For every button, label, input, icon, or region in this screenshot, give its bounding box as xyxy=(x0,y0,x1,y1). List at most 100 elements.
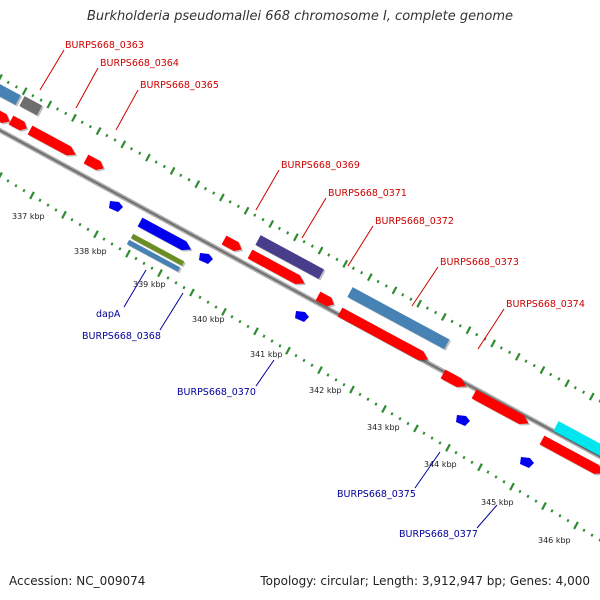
map-title: Burkholderia pseudomallei 668 chromosome… xyxy=(86,9,514,24)
outer-tick-mark xyxy=(508,350,512,355)
callout-line xyxy=(255,359,275,387)
feature-red[interactable] xyxy=(471,389,529,425)
topology-text: Topology: circular; Length: 3,912,947 bp… xyxy=(260,574,590,588)
callout-line xyxy=(115,89,139,131)
inner-tick-mark xyxy=(486,470,490,474)
inner-tick-mark xyxy=(342,382,346,387)
inner-tick-mark xyxy=(477,463,483,472)
inner-tick-mark xyxy=(317,366,323,375)
gene-label[interactable]: dapA xyxy=(96,309,121,320)
feature-blue-small[interactable] xyxy=(109,201,123,212)
inner-tick-mark xyxy=(462,455,466,460)
inner-tick-mark xyxy=(166,276,170,280)
tick-label: 342 kbp xyxy=(309,386,342,395)
outer-tick-mark xyxy=(416,299,423,308)
gene-label[interactable]: BURPS668_0364 xyxy=(100,58,179,69)
gene-label[interactable]: BURPS668_0370 xyxy=(177,387,256,398)
feature-red[interactable] xyxy=(83,154,104,171)
gene-label[interactable]: BURPS668_0372 xyxy=(375,216,454,227)
feature-red[interactable] xyxy=(440,369,466,388)
inner-tick-mark xyxy=(70,217,74,222)
feature-blue-small[interactable] xyxy=(520,457,534,468)
outer-tick-mark xyxy=(277,226,281,231)
outer-tick-mark xyxy=(145,153,151,162)
outer-tick-mark xyxy=(434,310,438,315)
gene-label[interactable]: BURPS668_0377 xyxy=(399,529,478,540)
inner-tick-mark xyxy=(374,402,378,406)
callout-line xyxy=(39,49,65,91)
gene-callouts: BURPS668_0363BURPS668_0364BURPS668_0365B… xyxy=(39,40,585,540)
feature-steelblue[interactable] xyxy=(126,239,181,272)
feature-red[interactable] xyxy=(247,249,305,285)
feature-blue-small[interactable] xyxy=(456,415,470,426)
gene-label[interactable]: BURPS668_0369 xyxy=(281,160,360,171)
outer-tick-mark xyxy=(253,213,257,217)
inner-tick-mark xyxy=(294,353,298,358)
feature-red[interactable] xyxy=(0,108,10,124)
tick-label: 345 kbp xyxy=(481,498,514,507)
outer-tick-mark xyxy=(203,186,208,191)
feature-steelblue[interactable] xyxy=(0,80,21,106)
outer-tick-mark xyxy=(582,390,586,394)
outer-tick-mark xyxy=(450,319,454,324)
outer-tick-mark xyxy=(212,191,216,195)
feature-red[interactable] xyxy=(315,291,334,307)
gene-label[interactable]: BURPS668_0374 xyxy=(506,299,585,310)
outer-tick-mark xyxy=(243,206,250,215)
outer-tick-mark xyxy=(384,284,388,288)
inner-tick-mark xyxy=(118,247,122,251)
outer-tick-mark xyxy=(71,113,77,122)
feature-blue-small[interactable] xyxy=(199,253,213,264)
gene-label[interactable]: BURPS668_0365 xyxy=(140,80,219,91)
outer-tick-mark xyxy=(187,178,191,182)
gene-label[interactable]: BURPS668_0373 xyxy=(440,257,519,268)
feature-red[interactable] xyxy=(539,435,600,474)
feature-olive[interactable] xyxy=(130,233,185,266)
feature-red[interactable] xyxy=(221,235,242,252)
feature-steelblue[interactable] xyxy=(347,287,450,350)
inner-tick-mark xyxy=(582,528,586,533)
inner-tick-mark xyxy=(518,489,522,494)
feature-blue-small[interactable] xyxy=(295,311,309,322)
feature-blue[interactable] xyxy=(137,217,192,251)
outer-tick-mark xyxy=(335,257,339,262)
inner-tick-mark xyxy=(54,208,58,212)
outer-tick-mark xyxy=(21,87,28,96)
feature-cyan[interactable] xyxy=(553,421,600,459)
gene-label[interactable]: BURPS668_0375 xyxy=(337,489,416,500)
outer-tick-mark xyxy=(228,200,232,204)
inner-tick-mark xyxy=(413,424,419,433)
inner-tick-mark xyxy=(93,230,99,239)
inner-tick-mark xyxy=(189,288,195,297)
gene-features xyxy=(0,80,600,476)
inner-tick-mark xyxy=(454,450,458,455)
feature-red[interactable] xyxy=(8,115,27,131)
inner-tick-mark xyxy=(285,346,291,355)
outer-tick-mark xyxy=(293,233,299,242)
feature-purple[interactable] xyxy=(255,235,324,280)
callout-line xyxy=(477,308,505,350)
chromosome-backbone xyxy=(0,127,600,460)
inner-tick-mark xyxy=(110,242,114,246)
outer-tick-mark xyxy=(194,180,201,189)
callout-line xyxy=(411,266,439,307)
feature-gray[interactable] xyxy=(19,96,43,116)
gene-label[interactable]: BURPS668_0363 xyxy=(65,40,144,51)
outer-tick-mark xyxy=(162,164,166,169)
inner-tick-mark xyxy=(22,188,26,193)
inner-tick-mark xyxy=(590,533,594,537)
feature-red[interactable] xyxy=(27,125,76,156)
gene-label[interactable]: BURPS668_0371 xyxy=(328,188,407,199)
inner-tick-mark xyxy=(78,222,82,227)
callout-line xyxy=(347,225,374,267)
inner-tick-mark xyxy=(349,385,355,394)
inner-tick-mark xyxy=(61,210,67,219)
feature-red[interactable] xyxy=(337,307,428,361)
inner-tick-mark xyxy=(534,499,538,503)
outer-tick-mark xyxy=(499,346,503,350)
inner-tick-mark xyxy=(214,305,218,309)
gene-label[interactable]: BURPS668_0368 xyxy=(82,331,161,342)
outer-tick-mark xyxy=(409,297,413,301)
outer-tick-mark xyxy=(490,339,497,348)
